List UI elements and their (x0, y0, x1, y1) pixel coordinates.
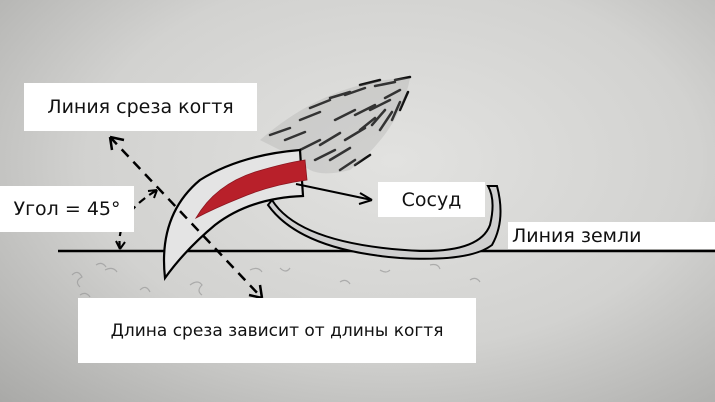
fur-strokes (268, 75, 412, 172)
vessel-pointer (295, 183, 373, 201)
cut-line-label: Линия среза когтя (24, 83, 257, 131)
toe-outline (266, 185, 502, 260)
cut-line-arrow-up (108, 135, 125, 151)
cut-line-arrow-down (248, 284, 264, 300)
blood-vessel (194, 159, 308, 219)
cut-length-label: Длина среза зависит от длины когтя (78, 298, 476, 363)
cut-line (109, 136, 263, 299)
angle-label: Угол = 45° (0, 186, 134, 232)
ground-line-label: Линия земли (508, 222, 715, 249)
angle-arrowheads (115, 189, 158, 250)
ground-scribbles (71, 262, 481, 298)
vessel-pointer-arrowhead (358, 192, 373, 205)
vessel-label: Сосуд (378, 182, 485, 217)
